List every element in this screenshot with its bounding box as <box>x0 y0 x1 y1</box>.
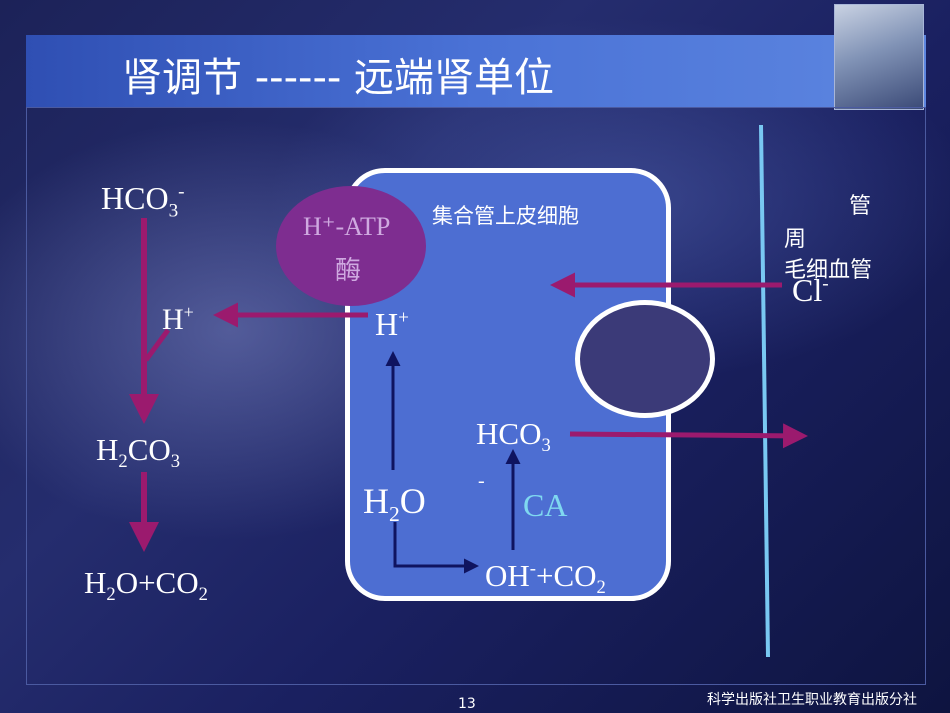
arrow-water-to-hydroxide <box>393 522 479 574</box>
capillary-label-line3: 毛细血管 <box>784 258 873 283</box>
surgeon-photo <box>834 4 924 110</box>
page-number: 13 <box>458 696 476 712</box>
chloride-ion: Cl- <box>792 272 829 308</box>
cell-bicarbonate: HCO3 <box>476 416 551 457</box>
arrow-bicarbonate-exit <box>569 423 808 449</box>
cell-water: H2O <box>363 481 426 527</box>
title-bar <box>26 35 926 108</box>
arrow-proton-join <box>143 328 171 362</box>
pump-label-line1: H⁺-ATP <box>303 212 391 241</box>
cell-label: 集合管上皮细胞 <box>432 204 579 228</box>
cell-products: OH-+CO2 <box>485 558 606 599</box>
publisher-credit: 科学出版社卫生职业教育出版分社 <box>707 692 917 708</box>
lumen-bicarbonate: HCO3- <box>101 180 185 222</box>
lumen-proton: H+ <box>162 302 194 336</box>
proton-pump <box>276 186 426 306</box>
slide-title: 肾调节 ------ 远端肾单位 <box>122 55 555 101</box>
pump-label-line2: 酶 <box>335 256 362 286</box>
cell-proton: H+ <box>375 306 409 342</box>
content-frame <box>26 107 926 685</box>
capillary-label-line2: 周 <box>784 227 807 252</box>
lumen-carbonic-acid: H2CO3 <box>96 432 181 473</box>
cell-nucleus <box>575 300 715 418</box>
enzyme-label: CA <box>523 487 568 523</box>
capillary-label-line1: 管 <box>849 194 872 219</box>
cell-bicarbonate-charge: - <box>478 470 485 492</box>
lumen-products: H2O+CO2 <box>84 565 208 606</box>
capillary-line <box>759 124 770 658</box>
